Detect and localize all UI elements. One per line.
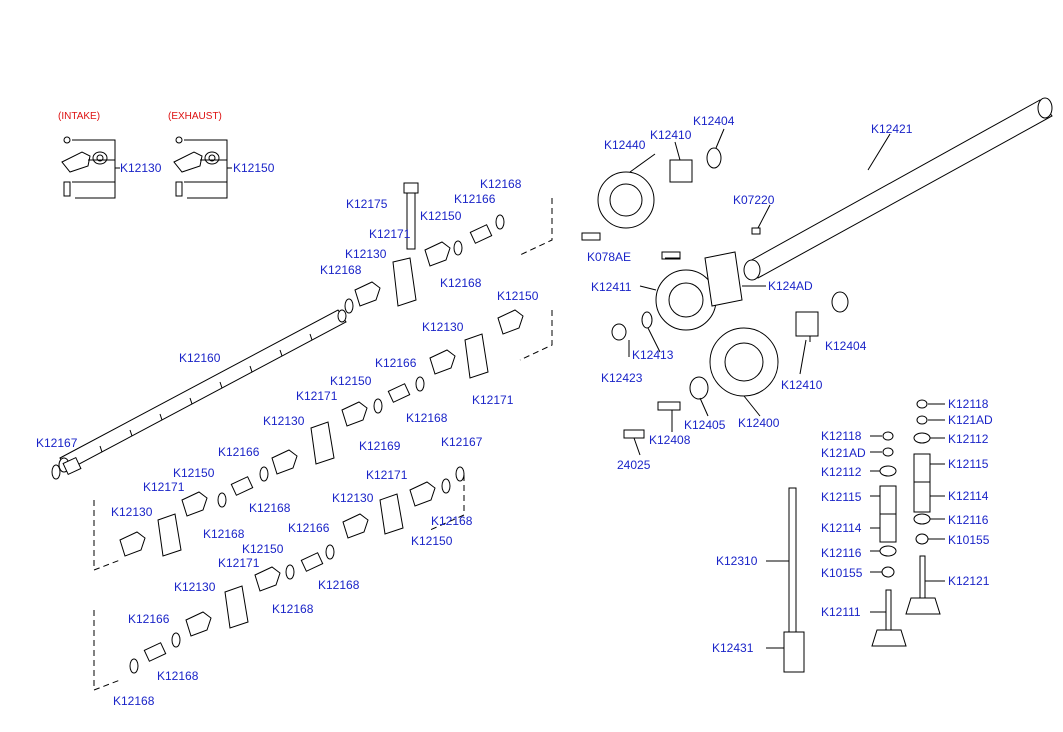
part-label[interactable]: K12150 [173, 466, 215, 480]
part-label[interactable]: K12168 [440, 276, 482, 290]
part-label[interactable]: K12171 [218, 556, 260, 570]
camshaft-small-parts [581, 147, 849, 439]
intake-header: (INTAKE) [58, 111, 101, 122]
part-label[interactable]: K12116 [948, 513, 989, 527]
bolt [403, 182, 419, 250]
part-label[interactable]: K12408 [649, 433, 691, 447]
part-label[interactable]: K12166 [128, 612, 170, 626]
part-label[interactable]: K12150 [497, 289, 539, 303]
part-label[interactable]: K12166 [454, 192, 496, 206]
part-label[interactable]: K12171 [366, 468, 408, 482]
part-label[interactable]: K12168 [113, 694, 155, 708]
part-label[interactable]: K12431 [712, 641, 754, 655]
intake-rocker-assembly-icon [61, 136, 120, 199]
part-label[interactable]: K12168 [318, 578, 360, 592]
camshaft [743, 97, 1053, 281]
part-label[interactable]: K07220 [733, 193, 775, 207]
part-label[interactable]: K12310 [716, 554, 758, 568]
exhaust-rocker-assembly-icon [173, 136, 232, 199]
part-label[interactable]: K12116 [821, 546, 862, 560]
exhaust-header: (EXHAUST) [168, 111, 222, 122]
part-label[interactable]: K12166 [375, 356, 417, 370]
part-label[interactable]: K12130 [111, 505, 153, 519]
part-label[interactable]: K12171 [296, 389, 338, 403]
part-label[interactable]: K12150 [233, 161, 275, 175]
part-label[interactable]: 24025 [617, 458, 651, 472]
part-label[interactable]: K12118 [821, 429, 862, 443]
part-label[interactable]: K12111 [821, 605, 861, 619]
part-label[interactable]: K12171 [369, 227, 411, 241]
part-label[interactable]: K10155 [821, 566, 863, 580]
springs [62, 224, 493, 662]
part-label[interactable]: K121AD [821, 446, 866, 460]
part-label[interactable]: K12411 [591, 280, 632, 294]
part-label[interactable]: K12130 [174, 580, 216, 594]
part-label[interactable]: K12410 [781, 378, 823, 392]
part-label[interactable]: K12168 [203, 527, 245, 541]
part-label[interactable]: K12168 [406, 411, 448, 425]
part-label[interactable]: K12167 [36, 436, 78, 450]
part-label[interactable]: K12171 [472, 393, 514, 407]
part-label[interactable]: K12130 [332, 491, 374, 505]
part-label[interactable]: K12150 [411, 534, 453, 548]
part-label[interactable]: K12150 [420, 209, 462, 223]
part-label[interactable]: K12115 [821, 490, 862, 504]
part-label[interactable]: K12114 [948, 489, 989, 503]
part-label[interactable]: K12166 [288, 521, 330, 535]
part-label[interactable]: K12169 [359, 439, 401, 453]
sprocket-gears [597, 171, 779, 397]
part-label[interactable]: K12150 [330, 374, 372, 388]
part-label[interactable]: K124AD [768, 279, 813, 293]
part-label[interactable]: K12168 [320, 263, 362, 277]
part-label[interactable]: K12404 [693, 114, 735, 128]
leader-lines [628, 128, 945, 649]
part-label[interactable]: K12130 [120, 161, 162, 175]
washers [51, 214, 505, 674]
part-label[interactable]: K12400 [738, 416, 780, 430]
part-label[interactable]: K12405 [684, 418, 726, 432]
part-label[interactable]: K12421 [871, 122, 913, 136]
valve-parts [783, 399, 941, 673]
part-label[interactable]: K121AD [948, 413, 993, 427]
part-label[interactable]: K12115 [948, 457, 989, 471]
part-label[interactable]: K078AE [587, 250, 632, 264]
part-label[interactable]: K12150 [242, 542, 284, 556]
part-label[interactable]: K12171 [143, 480, 185, 494]
part-label[interactable]: K12130 [263, 414, 305, 428]
part-label[interactable]: K12168 [431, 514, 473, 528]
part-label[interactable]: K12168 [249, 501, 291, 515]
part-label[interactable]: K12168 [157, 669, 199, 683]
part-label[interactable]: K12413 [632, 348, 674, 362]
part-label[interactable]: K12168 [272, 602, 314, 616]
part-label[interactable]: K12423 [601, 371, 643, 385]
part-label[interactable]: K12130 [422, 320, 464, 334]
part-label[interactable]: K12112 [821, 465, 862, 479]
part-label[interactable]: K12160 [179, 351, 221, 365]
part-label[interactable]: K12114 [821, 521, 862, 535]
part-label[interactable]: K12167 [441, 435, 483, 449]
part-label[interactable]: K12404 [825, 339, 867, 353]
part-label[interactable]: K12130 [345, 247, 387, 261]
part-label[interactable]: K12112 [948, 432, 989, 446]
part-label[interactable]: K10155 [948, 533, 990, 547]
part-label[interactable]: K12168 [480, 177, 522, 191]
part-label[interactable]: K12166 [218, 445, 260, 459]
part-label[interactable]: K12175 [346, 197, 388, 211]
part-label[interactable]: K12410 [650, 128, 692, 142]
part-label[interactable]: K12118 [948, 397, 989, 411]
rocker-arm-parts [119, 241, 524, 637]
part-label[interactable]: K12440 [604, 138, 646, 152]
part-label[interactable]: K12121 [948, 574, 990, 588]
